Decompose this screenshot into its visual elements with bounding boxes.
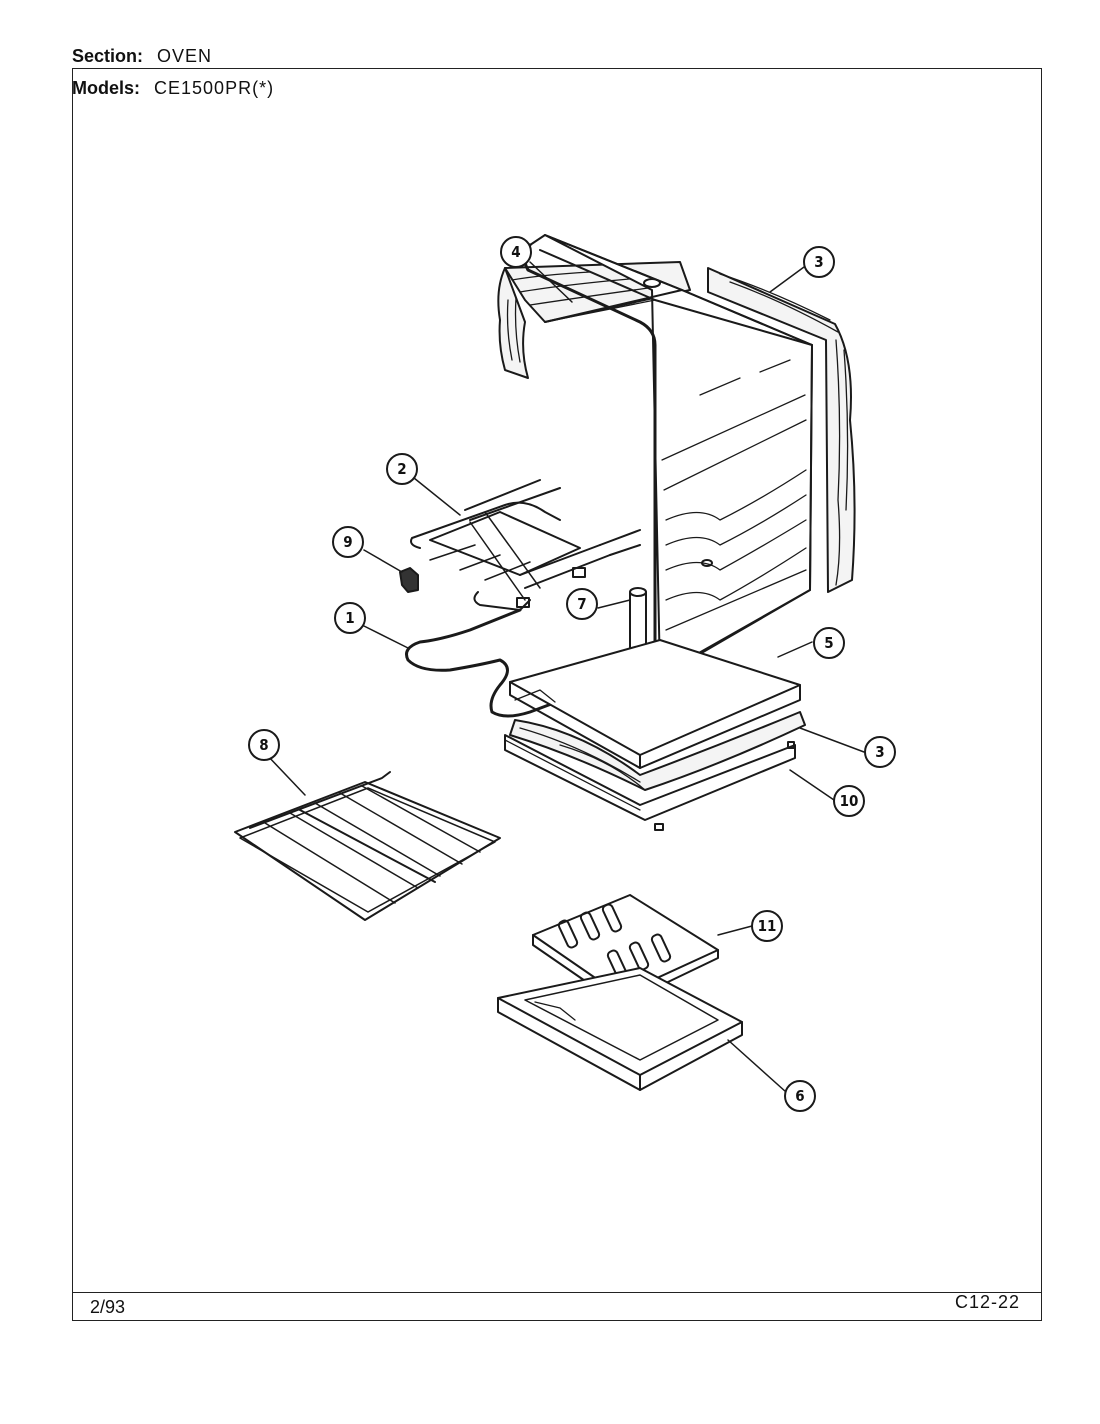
callout-2: 2 — [386, 453, 418, 485]
callout-9: 9 — [332, 526, 364, 558]
models-value: CE1500PR(*) — [154, 78, 275, 98]
callout-7: 7 — [566, 588, 598, 620]
svg-text:10: 10 — [840, 792, 859, 810]
models-label: Models: — [72, 78, 141, 98]
svg-text:1: 1 — [345, 609, 354, 627]
callout-5: 5 — [813, 627, 845, 659]
broiler-pan-part — [497, 967, 743, 1091]
footer-code: C12-22 — [954, 1292, 1020, 1312]
callout-11: 11 — [751, 910, 783, 942]
insulation-side-part — [707, 267, 856, 593]
svg-text:3: 3 — [814, 253, 823, 271]
svg-text:11: 11 — [758, 917, 777, 935]
section-header: Section: OVEN — [72, 46, 212, 67]
svg-text:3: 3 — [875, 743, 884, 761]
callout-1: 1 — [334, 602, 366, 634]
broil-element-part — [410, 479, 641, 611]
callout-3-upper: 3 — [803, 246, 835, 278]
models-header: Models: CE1500PR(*) — [72, 78, 274, 99]
callout-10: 10 — [833, 785, 865, 817]
svg-text:4: 4 — [511, 243, 520, 261]
callout-8: 8 — [248, 729, 280, 761]
svg-text:6: 6 — [795, 1087, 804, 1105]
oven-bottom-part — [509, 639, 801, 769]
svg-text:5: 5 — [824, 634, 833, 652]
leader-lines — [265, 261, 865, 1093]
svg-text:2: 2 — [397, 460, 406, 478]
callout-6: 6 — [784, 1080, 816, 1112]
section-value: OVEN — [157, 46, 213, 66]
footer-divider — [72, 1292, 1042, 1293]
section-label: Section: — [72, 46, 144, 66]
svg-text:7: 7 — [577, 595, 586, 613]
bracket-part — [399, 567, 419, 593]
callout-3-lower: 3 — [864, 736, 896, 768]
footer-date: 2/93 — [90, 1297, 126, 1317]
svg-text:8: 8 — [259, 736, 268, 754]
diagram-frame — [72, 68, 1042, 1321]
callout-4: 4 — [500, 236, 532, 268]
svg-text:9: 9 — [343, 533, 352, 551]
bottom-tray-part — [504, 734, 796, 831]
oven-rack-part — [234, 771, 501, 921]
insulation-bottom-part — [509, 711, 806, 791]
